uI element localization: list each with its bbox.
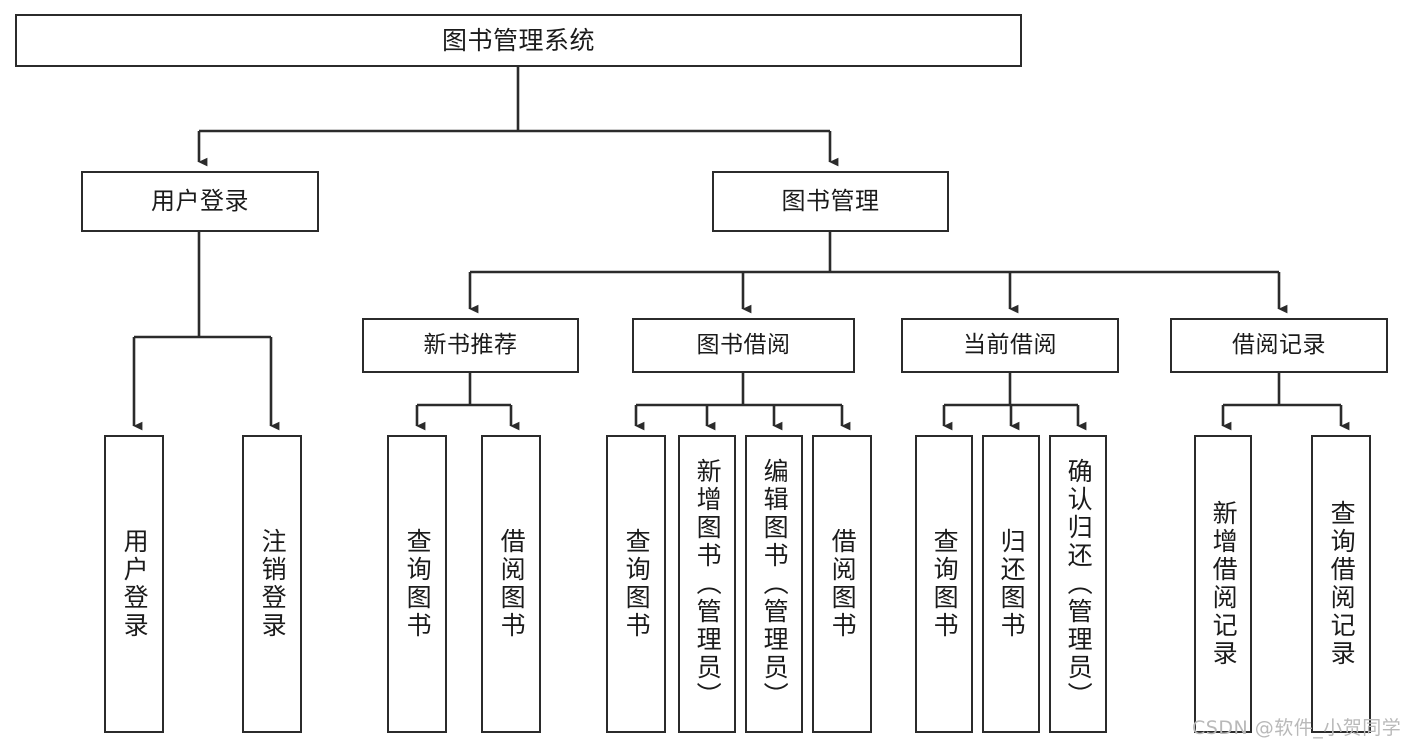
node-leaf-logout[interactable]: 注销登录 — [242, 435, 302, 733]
node-label-user-login: 用户登录 — [151, 187, 249, 216]
node-current-borrow[interactable]: 当前借阅 — [901, 318, 1119, 373]
connector-group — [132, 67, 1350, 431]
node-label-leaf-return-book: 归还图书 — [997, 528, 1027, 640]
node-borrow-record[interactable]: 借阅记录 — [1170, 318, 1388, 373]
node-label-new-book-rec: 新书推荐 — [423, 331, 518, 358]
node-label-leaf-borrow-book-rec: 借阅图书 — [497, 528, 527, 640]
node-leaf-query-book-current[interactable]: 查询图书 — [915, 435, 973, 733]
connector-book-borrow-to-leaves — [634, 373, 851, 431]
node-book-manage[interactable]: 图书管理 — [712, 171, 949, 232]
node-leaf-confirm-return[interactable]: 确认归还（管理员） — [1049, 435, 1107, 733]
node-label-leaf-logout: 注销登录 — [258, 528, 288, 640]
node-label-leaf-query-book-rec: 查询图书 — [403, 528, 433, 640]
node-leaf-user-login[interactable]: 用户登录 — [104, 435, 164, 733]
node-label-leaf-borrow-book: 借阅图书 — [828, 528, 858, 640]
node-leaf-borrow-book[interactable]: 借阅图书 — [812, 435, 872, 733]
connector-borrow-record-to-leaves — [1221, 373, 1350, 431]
csdn-watermark: CSDN @软件_小贺同学 — [1192, 717, 1402, 739]
node-label-book-manage: 图书管理 — [781, 187, 880, 216]
node-leaf-edit-book[interactable]: 编辑图书（管理员） — [745, 435, 803, 733]
connector-user-login-to-leaves — [132, 232, 280, 431]
node-new-book-rec[interactable]: 新书推荐 — [362, 318, 579, 373]
connector-book-manage-to-level3 — [468, 232, 1288, 314]
node-label-borrow-record: 借阅记录 — [1232, 331, 1326, 358]
node-leaf-borrow-book-rec[interactable]: 借阅图书 — [481, 435, 541, 733]
node-label-leaf-query-book-borrow: 查询图书 — [622, 528, 652, 640]
connector-new-book-rec-to-leaves — [415, 373, 520, 431]
node-label-book-borrow: 图书借阅 — [696, 331, 791, 358]
node-book-borrow[interactable]: 图书借阅 — [632, 318, 855, 373]
node-leaf-return-book[interactable]: 归还图书 — [982, 435, 1040, 733]
node-leaf-query-book-rec[interactable]: 查询图书 — [387, 435, 447, 733]
node-label-leaf-confirm-return: 确认归还（管理员） — [1064, 458, 1094, 710]
node-label-current-borrow: 当前借阅 — [963, 331, 1057, 358]
node-leaf-add-record[interactable]: 新增借阅记录 — [1194, 435, 1252, 733]
node-label-leaf-user-login: 用户登录 — [120, 528, 150, 640]
node-label-leaf-add-book: 新增图书（管理员） — [693, 458, 723, 710]
node-user-login[interactable]: 用户登录 — [81, 171, 319, 232]
node-leaf-query-record[interactable]: 查询借阅记录 — [1311, 435, 1371, 733]
node-leaf-add-book[interactable]: 新增图书（管理员） — [678, 435, 736, 733]
connector-current-borrow-to-leaves — [942, 373, 1087, 431]
node-label-leaf-add-record: 新增借阅记录 — [1209, 500, 1239, 668]
node-label-leaf-query-book-current: 查询图书 — [930, 528, 960, 640]
node-label-leaf-query-record: 查询借阅记录 — [1327, 500, 1357, 668]
node-root[interactable]: 图书管理系统 — [15, 14, 1022, 67]
node-label-root: 图书管理系统 — [441, 25, 595, 55]
connector-root-to-level2 — [197, 67, 839, 167]
node-leaf-query-book-borrow[interactable]: 查询图书 — [606, 435, 666, 733]
node-label-leaf-edit-book: 编辑图书（管理员） — [760, 458, 790, 710]
